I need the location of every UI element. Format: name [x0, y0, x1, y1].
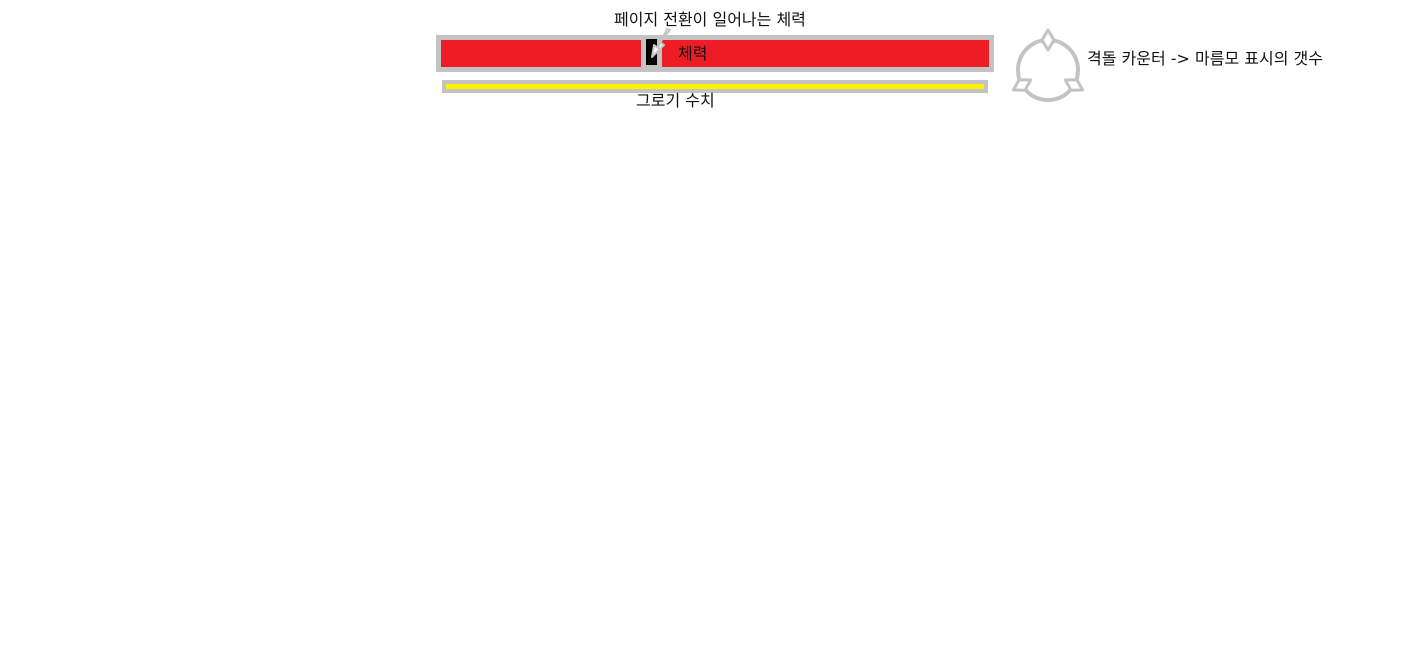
arrow-icon: [651, 28, 671, 58]
stagger-counter-icon: [1011, 28, 1085, 102]
groggy-bar: [442, 80, 988, 93]
phase-transition-marker: [646, 39, 657, 65]
hp-label: 체력: [678, 44, 708, 63]
hp-bar: [436, 35, 994, 72]
diamond-icon: [1011, 78, 1033, 92]
hp-bar-fill-right: [662, 40, 989, 67]
diamond-icon: [1063, 78, 1085, 92]
diamond-icon: [1040, 28, 1056, 52]
groggy-bar-fill: [446, 84, 984, 89]
stagger-diamonds: [1011, 28, 1085, 92]
groggy-label: 그로기 수치: [636, 91, 715, 110]
hp-bar-fill-left: [441, 40, 641, 67]
phase-transition-hp-label: 페이지 전환이 일어나는 체력: [614, 10, 806, 29]
stagger-counter-label: 격돌 카운터 -> 마름모 표시의 갯수: [1087, 49, 1323, 68]
